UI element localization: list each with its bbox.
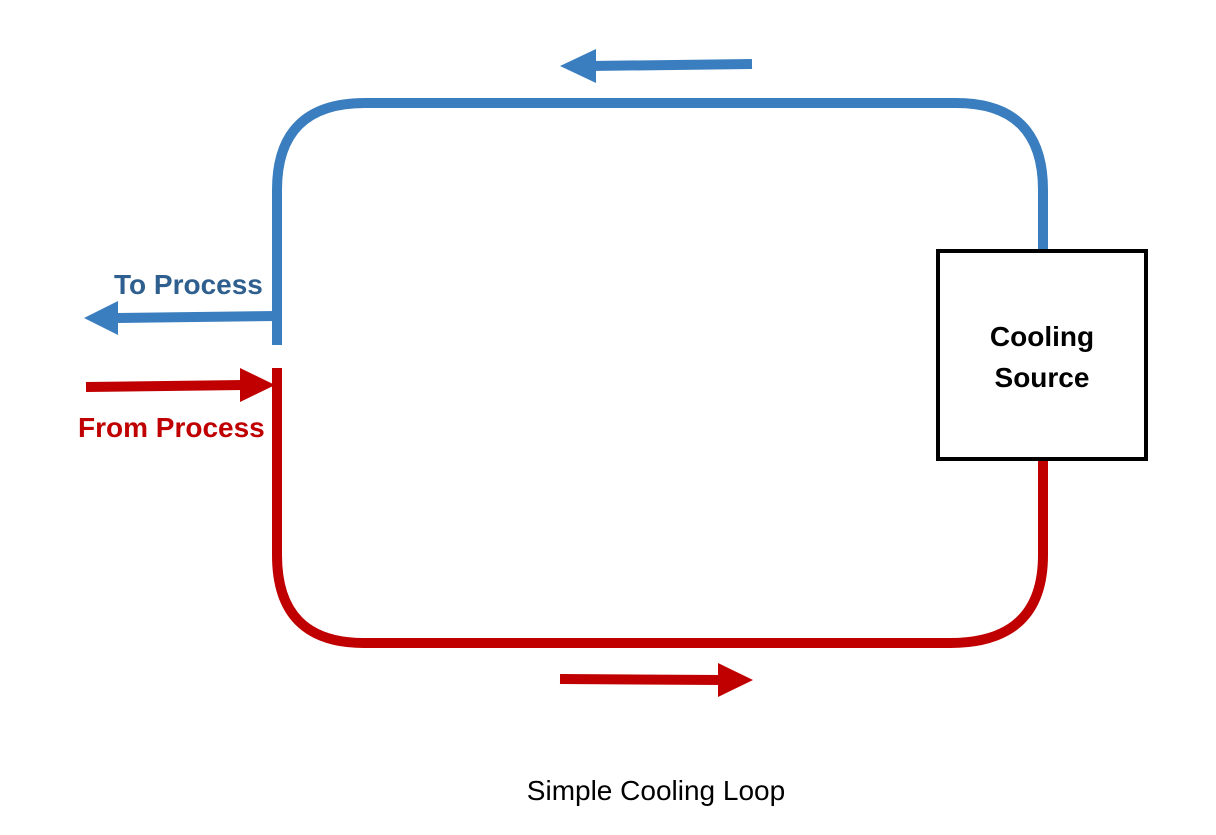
from-process-arrow	[85, 368, 275, 402]
bottom-flow-arrow	[559, 663, 753, 697]
cold-supply-pipe	[272, 98, 1048, 345]
top-flow-arrow	[560, 49, 753, 83]
diagram-caption: Simple Cooling Loop	[527, 775, 785, 806]
to-process-arrow	[84, 301, 278, 335]
cooling-source-label-line2: Source	[995, 362, 1090, 393]
cooling-source-label-line1: Cooling	[990, 321, 1094, 352]
to-process-label: To Process	[114, 269, 263, 300]
from-process-label: From Process	[78, 412, 265, 443]
cooling-source-box	[936, 249, 1148, 461]
hot-return-pipe	[272, 368, 1048, 648]
